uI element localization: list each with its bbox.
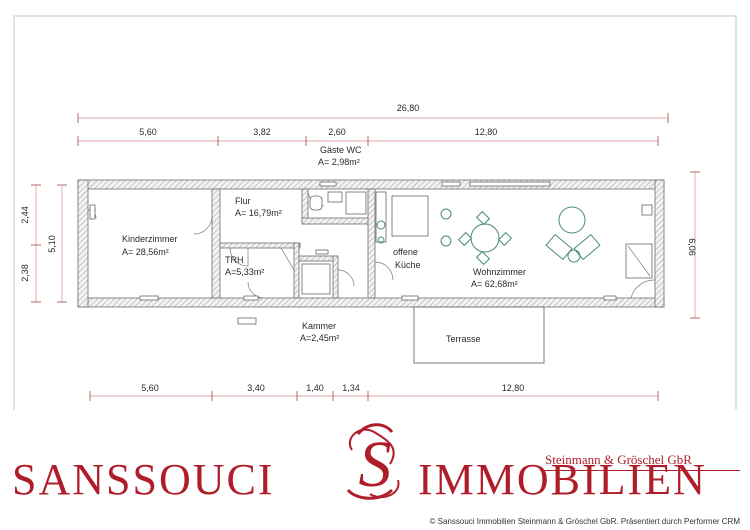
wall-kammer-right bbox=[332, 255, 339, 299]
wall-wohn-left bbox=[367, 188, 376, 299]
bottom-dimension-chain: 5,60 3,40 1,40 1,34 12,80 bbox=[89, 383, 659, 401]
sink-kitchen bbox=[377, 236, 385, 244]
room-flur-area: A= 16,79m² bbox=[235, 208, 282, 218]
room-labels: Kinderzimmer A= 28,56m² Flur A= 16,79m² … bbox=[122, 145, 526, 344]
dim-left-inner-2: 2,38 bbox=[20, 264, 30, 282]
left-dimension-chain: 2,44 2,38 5,10 bbox=[20, 184, 67, 303]
chair bbox=[497, 231, 513, 247]
dining-table bbox=[470, 223, 500, 253]
room-wohnzimmer-name: Wohnzimmer bbox=[473, 267, 526, 277]
dim-left-inner-1: 2,44 bbox=[20, 206, 30, 224]
room-kammer-name: Kammer bbox=[302, 321, 336, 331]
dim-top-2: 3,82 bbox=[253, 127, 271, 137]
dim-bottom-2: 3,40 bbox=[247, 383, 265, 393]
room-kinderzimmer-area: A= 28,56m² bbox=[122, 247, 169, 257]
furniture bbox=[89, 191, 653, 295]
wall-left bbox=[77, 179, 89, 308]
room-gaeste-wc-name: Gäste WC bbox=[320, 145, 362, 155]
dim-bottom-5: 12,80 bbox=[502, 383, 525, 393]
radiator-kinderzimmer bbox=[89, 204, 96, 220]
dim-top-3: 2,60 bbox=[328, 127, 346, 137]
walls bbox=[77, 179, 665, 308]
terrasse-outline bbox=[413, 306, 545, 364]
room-wohnzimmer-area: A= 62,68m² bbox=[471, 279, 518, 289]
kitchen-island bbox=[391, 195, 429, 237]
dim-bottom-1: 5,60 bbox=[141, 383, 159, 393]
stove bbox=[376, 220, 386, 230]
room-terrasse-name: Terrasse bbox=[446, 334, 481, 344]
wc-toilet bbox=[309, 195, 323, 211]
wall-right bbox=[654, 179, 665, 308]
right-dimension: 6,06 bbox=[687, 171, 700, 319]
top-dimension-chain: 26,80 5,60 3,82 2,60 12,80 bbox=[77, 103, 669, 146]
room-kueche-line2: Küche bbox=[395, 260, 421, 270]
plan-frame bbox=[13, 15, 737, 410]
chair bbox=[475, 210, 491, 226]
floor-plan: 26,80 5,60 3,82 2,60 12,80 2,44 2,38 5,1… bbox=[13, 15, 737, 410]
room-trh-name: TRH bbox=[225, 255, 244, 265]
dim-bottom-3: 1,40 bbox=[306, 383, 324, 393]
company-name: Steinmann & Gröschel GbR bbox=[545, 452, 692, 467]
wall-kinderzimmer-flur bbox=[211, 188, 221, 299]
wall-trh-right bbox=[293, 242, 300, 299]
radiator-wohnzimmer bbox=[641, 204, 653, 216]
room-gaeste-wc-area: A= 2,98m² bbox=[318, 157, 360, 167]
chair bbox=[457, 231, 473, 247]
lounge-table bbox=[558, 206, 586, 234]
kitchen-counter bbox=[375, 191, 387, 243]
wall-bottom bbox=[77, 297, 665, 308]
brand-word-left: SANSSOUCI bbox=[12, 455, 275, 504]
copyright-text: © Sanssouci Immobilien Steinmann & Grösc… bbox=[429, 517, 740, 526]
armchair bbox=[567, 249, 581, 263]
wall-kammer-top bbox=[298, 255, 338, 262]
room-kinderzimmer-name: Kinderzimmer bbox=[122, 234, 178, 244]
company-underline bbox=[540, 470, 740, 471]
bar-stool bbox=[440, 235, 452, 247]
sofa bbox=[545, 233, 573, 261]
dim-top-1: 5,60 bbox=[139, 127, 157, 137]
sofa bbox=[573, 233, 601, 261]
wc-shower bbox=[345, 191, 367, 215]
room-flur-name: Flur bbox=[235, 196, 251, 206]
brand-monogram-letter: S bbox=[359, 428, 392, 501]
dim-top-4: 12,80 bbox=[475, 127, 498, 137]
wall-trh-top bbox=[219, 242, 301, 249]
room-kammer-area: A=2,45m² bbox=[300, 333, 339, 343]
dim-bottom-4: 1,34 bbox=[342, 383, 360, 393]
dim-left-outer: 5,10 bbox=[47, 235, 57, 253]
dim-overall-width: 26,80 bbox=[397, 103, 420, 113]
doors-windows bbox=[87, 181, 656, 325]
wc-sink bbox=[327, 191, 343, 203]
brand-monogram-icon: S bbox=[346, 423, 400, 501]
wall-top bbox=[77, 179, 665, 190]
dim-right: 6,06 bbox=[687, 238, 697, 256]
room-trh-area: A=5,33m² bbox=[225, 267, 264, 277]
kammer-shelf bbox=[301, 263, 331, 295]
bar-stool bbox=[440, 208, 452, 220]
brand-word-right: IMMOBILIEN bbox=[418, 455, 707, 504]
wall-wc-bottom bbox=[301, 217, 375, 225]
chair bbox=[475, 250, 491, 266]
room-kueche-line1: offene bbox=[393, 247, 418, 257]
